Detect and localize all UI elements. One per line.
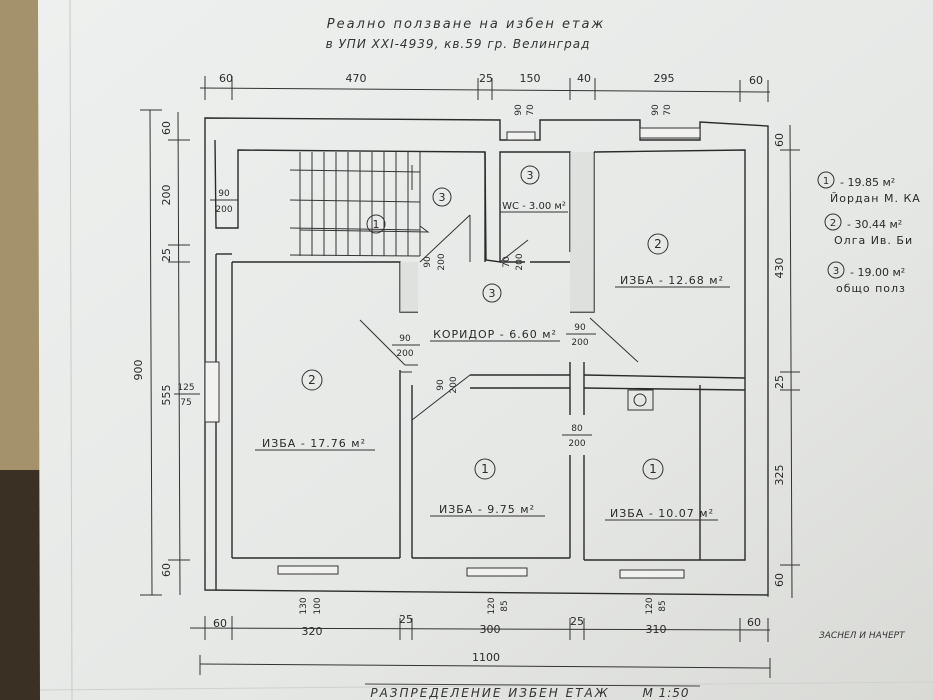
legend-1-owner: Йордан М. КА bbox=[830, 192, 921, 205]
door-mid-height: 200 bbox=[449, 376, 459, 393]
author-note: ЗАСНЕЛ И НАЧЕРТ bbox=[819, 631, 906, 641]
dimension-lines bbox=[140, 76, 800, 678]
door-hall-width: 90 bbox=[423, 256, 433, 268]
room-izba-top-right-label: ИЗБА - 12.68 м² bbox=[620, 274, 724, 287]
legend-2-area: - 30.44 м² bbox=[847, 218, 902, 231]
dim-left-25: 25 bbox=[160, 248, 173, 262]
dim-top-60b: 60 bbox=[749, 74, 763, 87]
win-left-height: 75 bbox=[180, 398, 191, 408]
legend-3-owner: общо полз bbox=[836, 282, 906, 295]
win-left-width: 125 bbox=[177, 383, 194, 393]
zone-koridor: 3 bbox=[489, 287, 496, 300]
footer-title: РАЗПРЕДЕЛЕНИЕ ИЗБЕН ЕТАЖ bbox=[370, 686, 609, 700]
table-edge bbox=[0, 470, 40, 700]
door-wc-height: 200 bbox=[515, 253, 525, 270]
win-top-right-width: 90 bbox=[651, 104, 661, 116]
win-bot-1-height: 100 bbox=[313, 597, 323, 614]
dim-top-470: 470 bbox=[346, 72, 367, 85]
win-bot-3-height: 85 bbox=[658, 600, 668, 611]
dim-top-25: 25 bbox=[479, 72, 493, 85]
win-bot-3-width: 120 bbox=[645, 597, 655, 614]
dim-bottom-total: 1100 bbox=[472, 651, 500, 664]
footer-underline bbox=[364, 683, 701, 687]
door-right-width: 80 bbox=[571, 424, 583, 434]
legend-3-num: 3 bbox=[833, 266, 839, 277]
legend: 1 - 19.85 м² Йордан М. КА 2 - 30.44 м² О… bbox=[817, 171, 921, 295]
dim-left-555: 555 bbox=[160, 385, 173, 406]
dim-top-60a: 60 bbox=[219, 72, 233, 85]
paper-sheet bbox=[38, 0, 933, 700]
dim-top-40: 40 bbox=[577, 72, 591, 85]
paper-fold-line bbox=[69, 0, 73, 700]
door-hall-height: 200 bbox=[437, 253, 447, 270]
dim-left-60b: 60 bbox=[160, 563, 173, 577]
door-koridor-left-width: 90 bbox=[399, 334, 411, 344]
dim-left-60a: 60 bbox=[160, 121, 173, 135]
scale-label: М 1:50 bbox=[642, 686, 689, 700]
door-stair-width: 90 bbox=[218, 189, 230, 199]
zone-top-right: 2 bbox=[654, 237, 662, 251]
chimney-block bbox=[627, 389, 654, 411]
win-top-right-height: 70 bbox=[663, 104, 673, 116]
legend-1-area: - 19.85 м² bbox=[840, 176, 895, 189]
dim-right-430: 430 bbox=[773, 258, 786, 279]
windows bbox=[204, 127, 701, 579]
title-line-2: в УПИ XXI-4939, кв.59 гр. Велинград bbox=[326, 37, 591, 51]
dim-left-200: 200 bbox=[160, 185, 173, 206]
chimney-flue-icon bbox=[633, 393, 647, 407]
dim-right-60b: 60 bbox=[773, 573, 786, 587]
dim-bottom-320: 320 bbox=[302, 625, 323, 638]
zone-stair-hall: 3 bbox=[439, 191, 446, 204]
door-right-height: 200 bbox=[568, 439, 585, 449]
win-bot-2-height: 85 bbox=[500, 600, 510, 611]
title-line-1: Реално ползване на избен етаж bbox=[327, 17, 606, 32]
dimension-texts: 60 470 25 150 40 295 60 60 320 25 300 25… bbox=[132, 72, 786, 664]
zone-right: 1 bbox=[649, 462, 657, 476]
room-wc-label: WC - 3.00 м² bbox=[502, 201, 566, 212]
opening-sizes: 90 200 90 200 70 200 90 200 90 200 90 20… bbox=[174, 104, 673, 615]
dim-bottom-60a: 60 bbox=[213, 617, 227, 630]
win-top-wc-height: 70 bbox=[526, 104, 536, 116]
dim-bottom-25b: 25 bbox=[570, 615, 584, 628]
door-koridor-right-height: 200 bbox=[571, 338, 588, 348]
door-stair-height: 200 bbox=[215, 205, 232, 215]
dim-bottom-25a: 25 bbox=[399, 613, 413, 626]
dim-right-325: 325 bbox=[773, 465, 786, 486]
room-labels: ИЗБА - 17.76 м² ИЗБА - 12.68 м² ИЗБА - 9… bbox=[255, 201, 730, 521]
door-koridor-right-width: 90 bbox=[574, 323, 586, 333]
zone-mid: 1 bbox=[481, 462, 489, 476]
dim-right-25: 25 bbox=[773, 375, 786, 389]
legend-2-num: 2 bbox=[830, 218, 836, 229]
door-wc-width: 70 bbox=[502, 256, 512, 268]
legend-3-area: - 19.00 м² bbox=[850, 266, 905, 279]
dim-top-295: 295 bbox=[654, 72, 675, 85]
legend-2-owner: Олга Ив. Би bbox=[834, 234, 913, 247]
dim-right-60a: 60 bbox=[773, 133, 786, 147]
dim-bottom-310: 310 bbox=[646, 623, 667, 636]
room-izba-mid-label: ИЗБА - 9.75 м² bbox=[439, 503, 535, 516]
staircase bbox=[289, 152, 430, 257]
zone-wc: 3 bbox=[527, 169, 534, 182]
walls bbox=[204, 117, 769, 596]
win-bot-2-width: 120 bbox=[487, 597, 497, 614]
room-izba-right-label: ИЗБА - 10.07 м² bbox=[610, 507, 714, 520]
zone-stair: 1 bbox=[373, 218, 380, 231]
room-izba-big-label: ИЗБА - 17.76 м² bbox=[262, 437, 366, 450]
door-swings bbox=[359, 214, 639, 421]
win-bot-1-width: 130 bbox=[299, 597, 309, 614]
dim-bottom-60b: 60 bbox=[747, 616, 761, 629]
paper-crease bbox=[39, 681, 933, 691]
door-mid-width: 90 bbox=[436, 379, 446, 391]
room-koridor-label: КОРИДОР - 6.60 м² bbox=[433, 328, 557, 341]
zone-markers: 1 3 3 3 2 2 1 1 bbox=[301, 165, 669, 480]
dim-top-150: 150 bbox=[520, 72, 541, 85]
zone-big: 2 bbox=[308, 373, 316, 387]
door-koridor-left-height: 200 bbox=[396, 349, 413, 359]
win-top-wc-width: 90 bbox=[514, 104, 524, 116]
dim-bottom-300: 300 bbox=[480, 623, 501, 636]
dim-left-total: 900 bbox=[132, 360, 145, 381]
legend-1-num: 1 bbox=[823, 176, 829, 187]
wall-hatching bbox=[400, 152, 594, 312]
